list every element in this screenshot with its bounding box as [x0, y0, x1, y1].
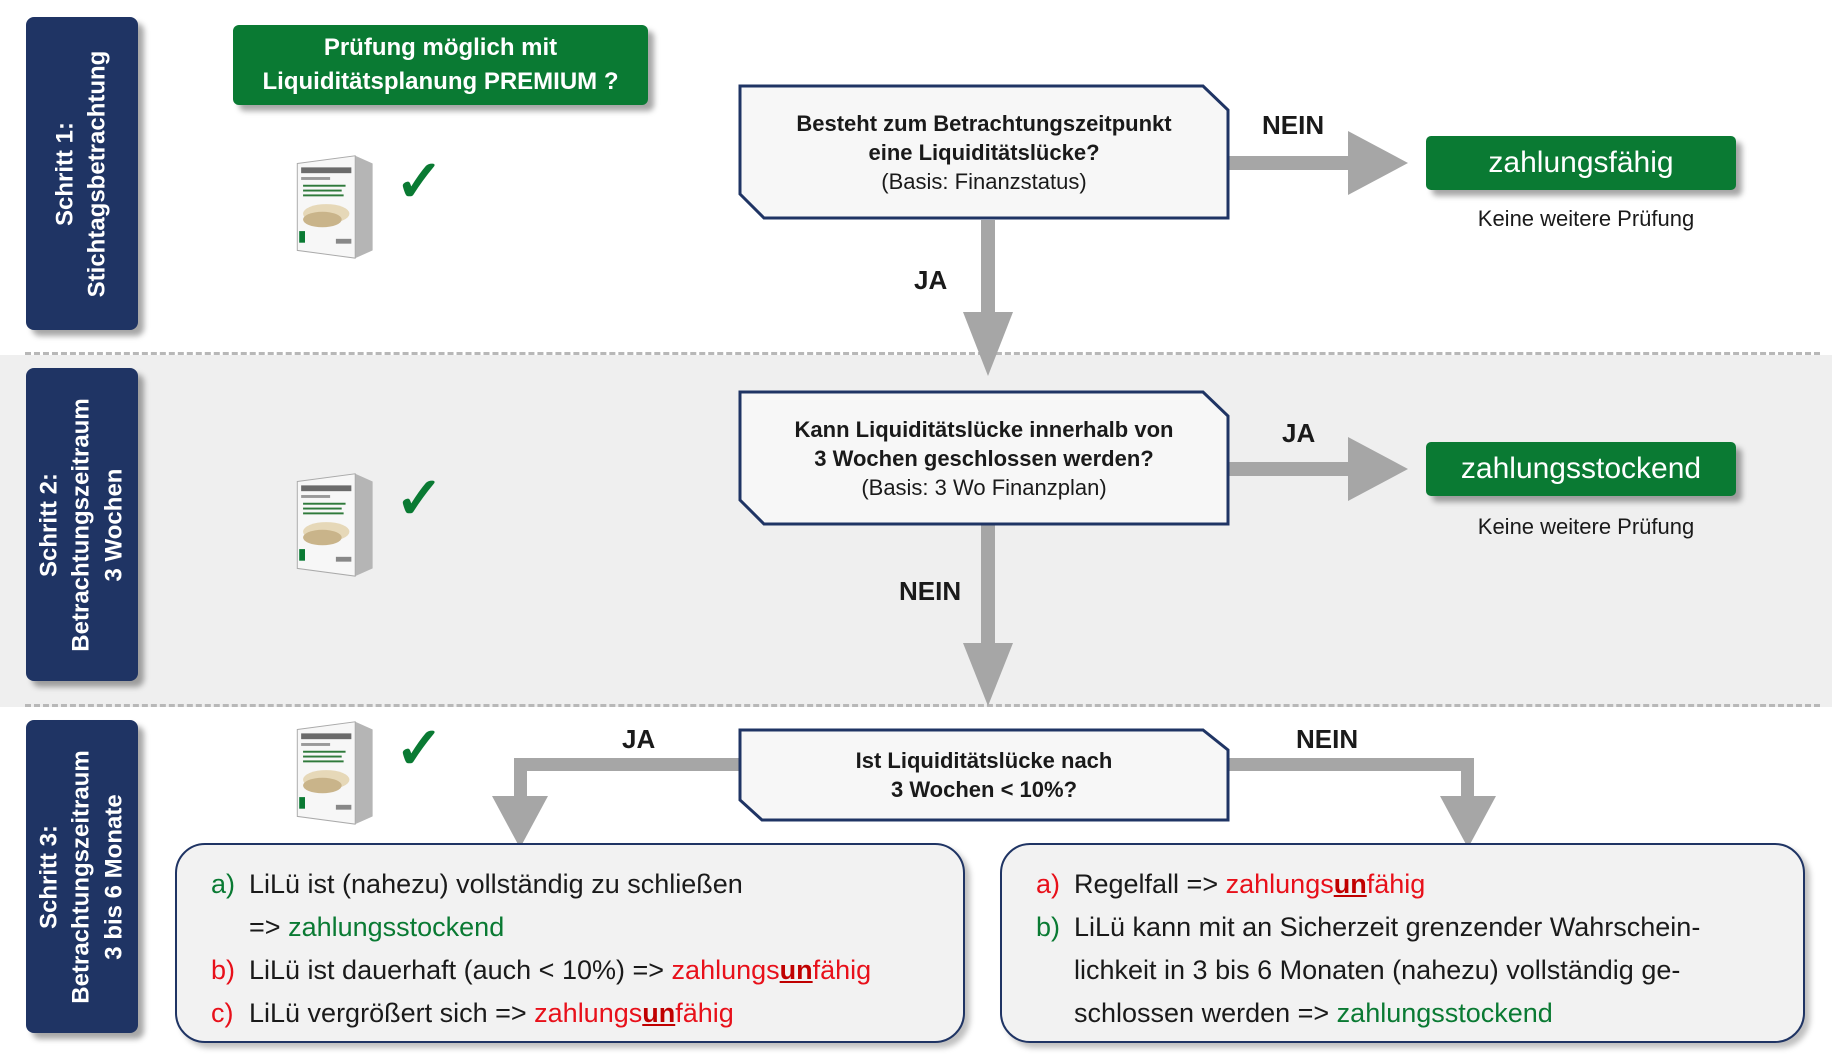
result-zahlungsfaehig: zahlungsfähig [1426, 136, 1736, 190]
label-q2-ja: JA [1282, 418, 1316, 448]
divider-1 [25, 352, 1820, 355]
label-q3-ja: JA [622, 724, 656, 754]
checkmark-icon: ✓ [395, 466, 444, 531]
outcome-box-nein: a)Regelfall => zahlungsunfähig b)LiLü ka… [1000, 843, 1805, 1043]
label-q1-nein: NEIN [1262, 110, 1325, 140]
checkmark-icon: ✓ [395, 716, 444, 781]
result-note: Keine weitere Prüfung [1477, 514, 1695, 539]
divider-2 [25, 704, 1820, 707]
result-note: Keine weitere Prüfung [1477, 206, 1695, 231]
result-zahlungsstockend: zahlungsstockend [1426, 442, 1736, 496]
label-q3-nein: NEIN [1296, 724, 1359, 754]
label-q1-ja: JA [914, 265, 948, 295]
checkmark-icon: ✓ [395, 149, 444, 214]
step-1-label: Schritt 1:Stichtagsbetrachtung [26, 17, 138, 330]
label-q2-nein: NEIN [899, 576, 962, 606]
outcome-box-ja: a)LiLü ist (nahezu) vollständig zu schli… [175, 843, 965, 1043]
